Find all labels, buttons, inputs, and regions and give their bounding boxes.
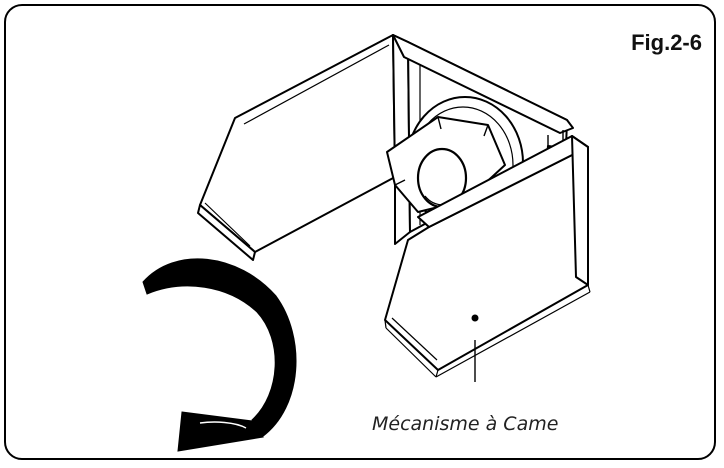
figure-title: Fig.2-6 (631, 30, 702, 55)
bracket-front-plate (384, 135, 591, 378)
figure-caption: Mécanisme à Came (372, 413, 559, 435)
rotation-arrow-body (142, 258, 297, 438)
rotation-arrow (142, 258, 297, 452)
callout-leader (471, 314, 479, 382)
bracket-back-plate (197, 34, 396, 261)
rotation-arrow-head (177, 411, 264, 452)
